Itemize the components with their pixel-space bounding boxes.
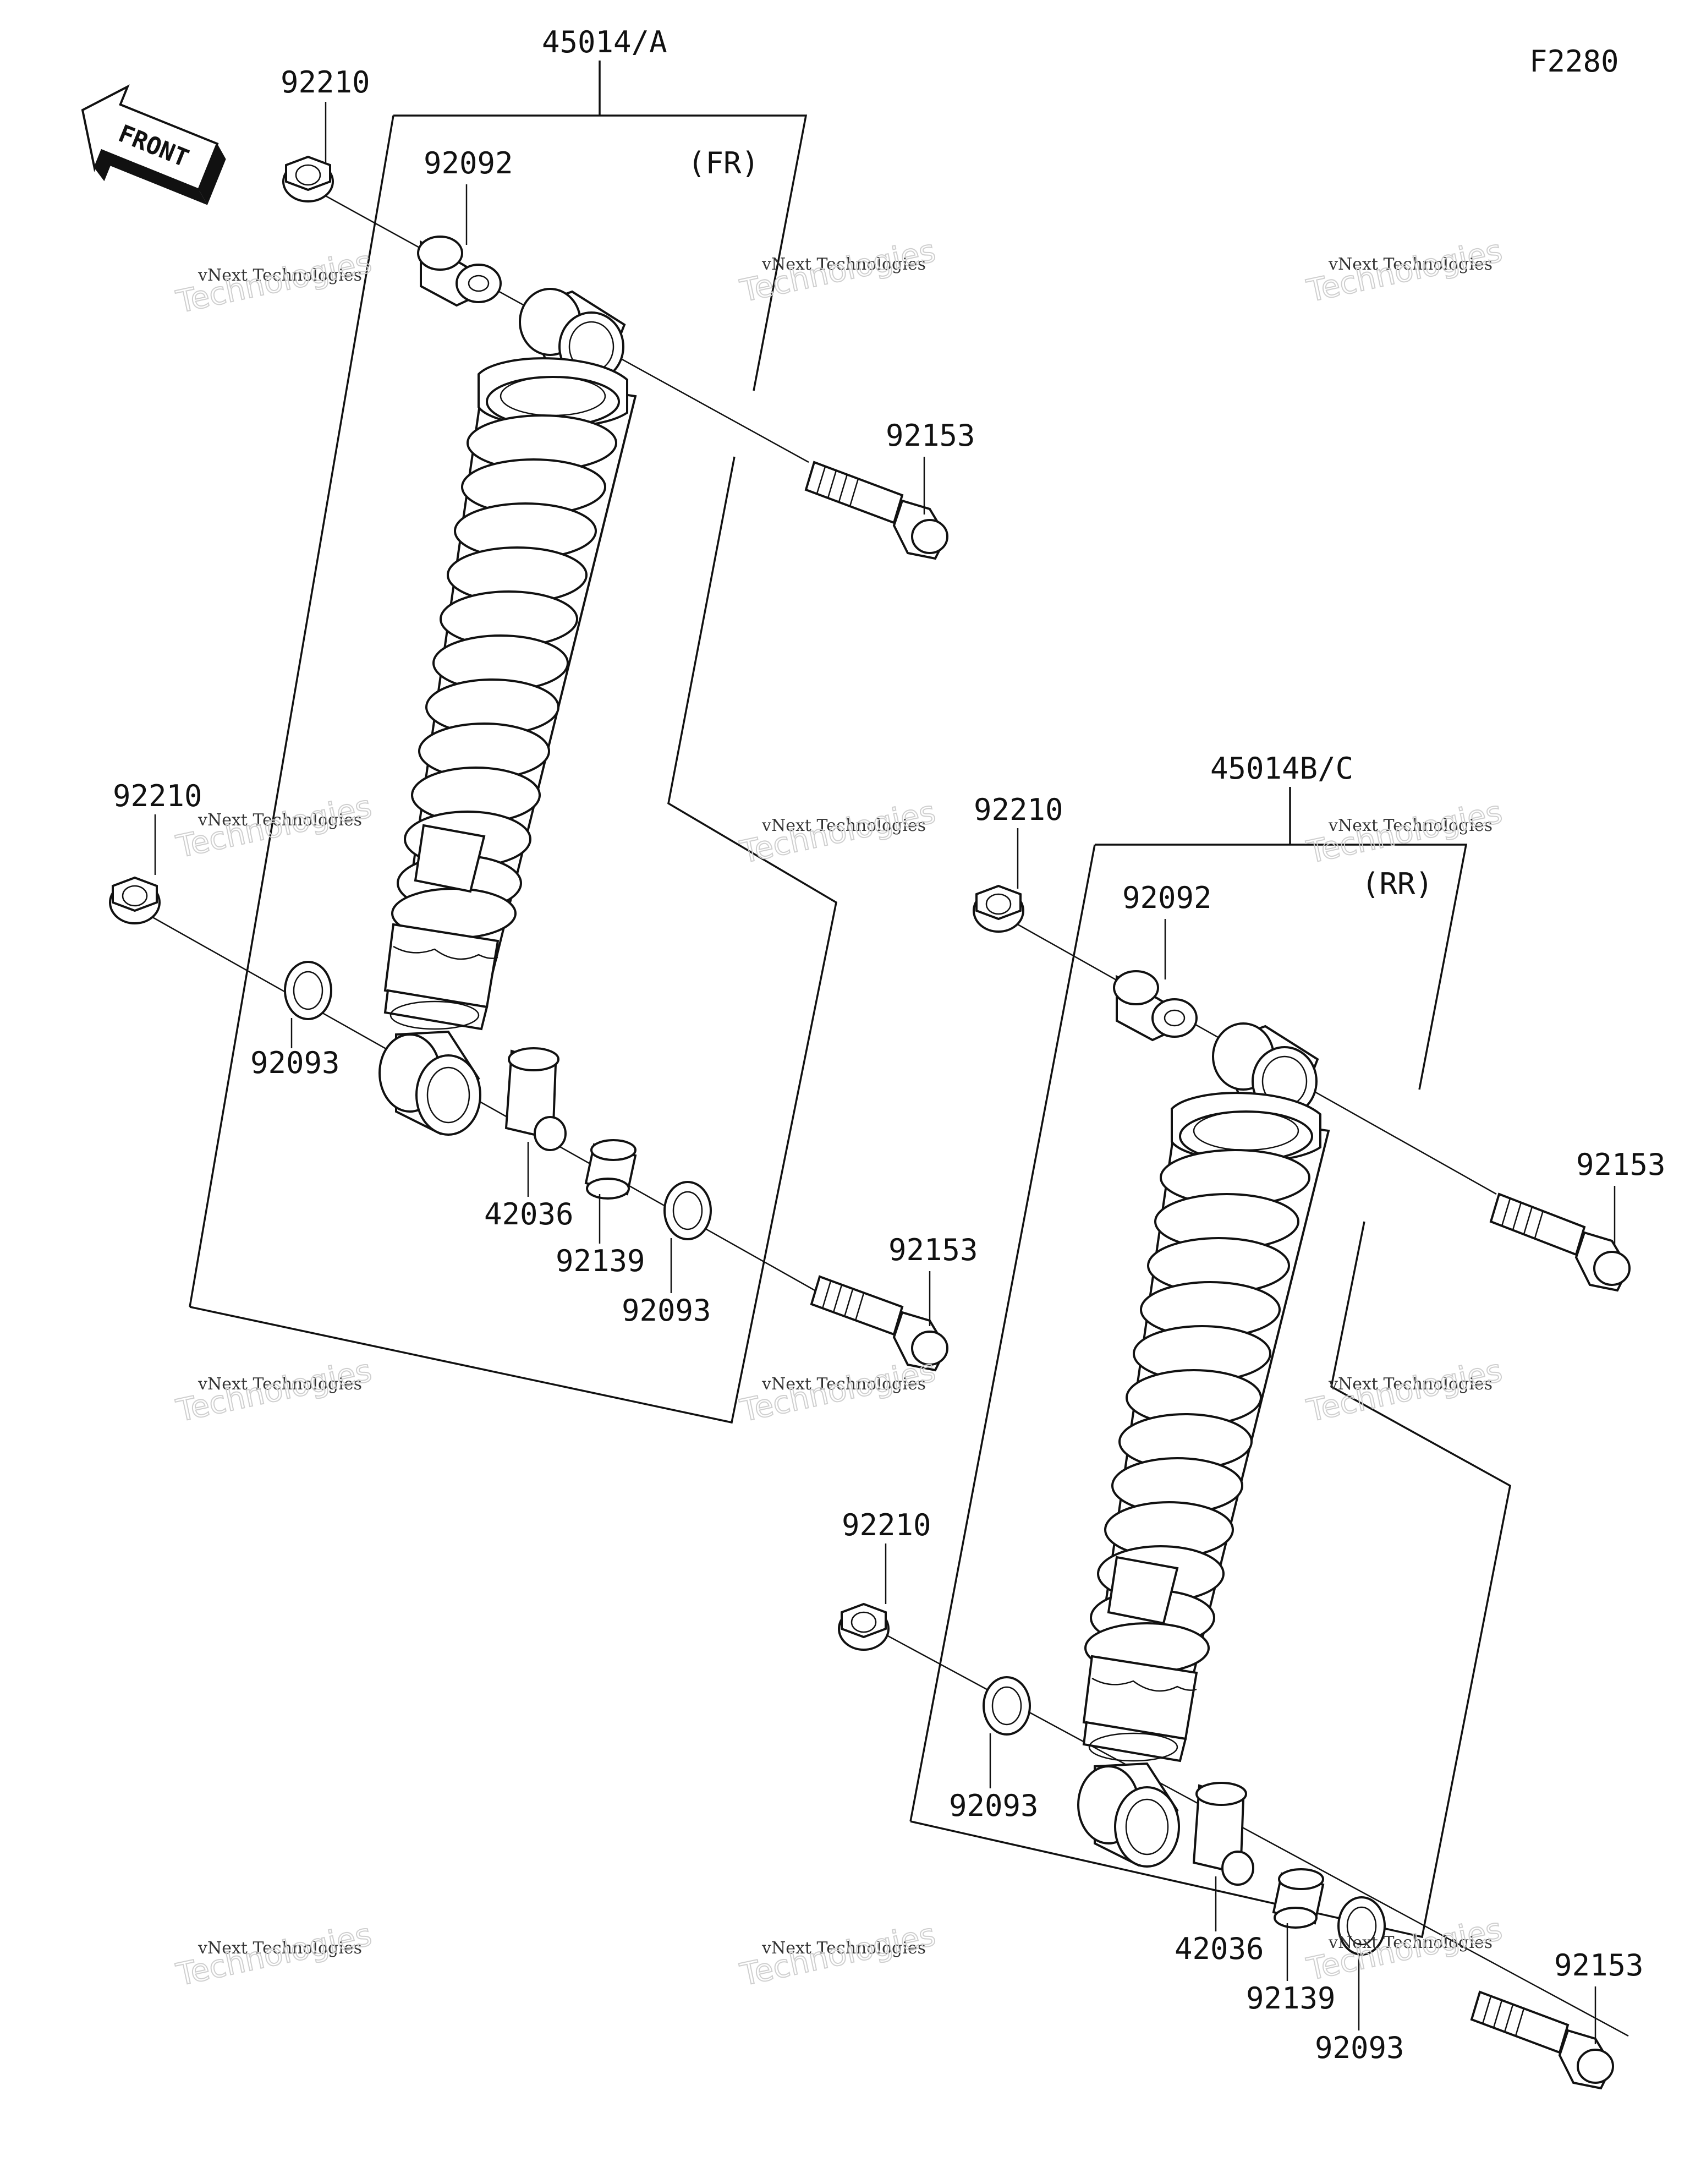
rear-left-seal	[983, 1676, 1031, 1736]
rear-assembly-number: 45014B/C	[1210, 751, 1353, 786]
rear-bushing	[1272, 1868, 1325, 1929]
front-label-92093-left: 92093	[250, 1046, 340, 1080]
rear-label-92093-left: 92093	[949, 1788, 1039, 1823]
front-label-92139: 92139	[556, 1244, 645, 1278]
watermark-text: vNext Technologies	[1328, 1933, 1493, 1952]
watermark-5: vNext Technologies Technologies	[737, 794, 939, 872]
rear-label-92092: 92092	[1122, 880, 1212, 915]
front-label-92210-bottom: 92210	[113, 779, 202, 813]
rear-position-label: (RR)	[1362, 867, 1433, 901]
watermark-text: Technologies	[173, 1353, 375, 1430]
rear-spacer	[1192, 1782, 1254, 1886]
rear-lower-eye	[1077, 1762, 1180, 1868]
rear-shock-assembly: 45014B/C (RR) 92210 92092	[838, 751, 1666, 2090]
rear-top-flange-nut	[973, 884, 1024, 933]
watermark-3: vNext Technologies Technologies	[1303, 233, 1506, 310]
watermark-8: vNext Technologies Technologies	[737, 1353, 939, 1430]
rear-right-seal	[1337, 1896, 1386, 1956]
front-label-92153-top: 92153	[886, 418, 975, 453]
front-label-92153-bottom: 92153	[888, 1233, 978, 1267]
watermark-text: Technologies	[1304, 1353, 1505, 1430]
watermark-text: vNext Technologies	[761, 255, 926, 274]
rear-label-92210-top: 92210	[974, 792, 1063, 827]
watermark-1: vNext Technologies Technologies	[173, 244, 375, 321]
rear-bottom-bolt	[1470, 1990, 1614, 2090]
front-top-bolt	[804, 461, 948, 560]
watermark-7: vNext Technologies Technologies	[173, 1353, 375, 1430]
watermark-text: vNext Technologies	[197, 811, 362, 830]
watermark-text: Technologies	[1304, 1912, 1505, 1988]
watermark-4: vNext Technologies Technologies	[173, 789, 375, 866]
watermark-11: vNext Technologies Technologies	[737, 1917, 939, 1994]
rear-label-92210-bottom: 92210	[842, 1508, 931, 1542]
front-shock-body	[383, 357, 637, 1031]
watermark-text: vNext Technologies	[761, 1375, 926, 1394]
watermark-text: vNext Technologies	[761, 816, 926, 835]
watermark-10: vNext Technologies Technologies	[173, 1917, 375, 1994]
figure-code: F2280	[1529, 44, 1619, 79]
watermark-text: vNext Technologies	[197, 1375, 362, 1394]
watermark-text: Technologies	[737, 795, 939, 871]
watermark-text: vNext Technologies	[197, 266, 362, 285]
watermark-text: vNext Technologies	[1328, 816, 1493, 835]
rear-label-92139: 92139	[1246, 1981, 1336, 2016]
watermark-text: Technologies	[737, 233, 939, 310]
front-bushing	[584, 1139, 637, 1200]
rear-top-collar	[1113, 970, 1198, 1042]
watermark-text: vNext Technologies	[1328, 255, 1493, 274]
watermark-text: Technologies	[737, 1917, 939, 1994]
front-spacer	[504, 1047, 567, 1151]
watermark-text: Technologies	[173, 1917, 375, 1994]
watermark-9: vNext Technologies Technologies	[1303, 1353, 1506, 1430]
rear-shock-body	[1082, 1092, 1330, 1762]
rear-top-bolt	[1489, 1192, 1631, 1292]
rear-label-92153-top: 92153	[1576, 1147, 1666, 1182]
watermark-2: vNext Technologies Technologies	[737, 233, 939, 310]
front-label-92092: 92092	[424, 146, 513, 180]
front-top-collar	[417, 236, 502, 307]
front-top-flange-nut	[282, 155, 334, 202]
rear-label-92093-right: 92093	[1315, 2030, 1404, 2065]
watermark-12: vNext Technologies Technologies	[1303, 1911, 1506, 1989]
front-arrow-icon: FRONT	[81, 84, 226, 205]
watermark-text: vNext Technologies	[1328, 1375, 1493, 1394]
rear-label-42036: 42036	[1175, 1931, 1264, 1966]
watermark-text: vNext Technologies	[197, 1939, 362, 1958]
rear-bottom-flange-nut	[838, 1602, 890, 1651]
front-right-seal	[663, 1181, 712, 1240]
watermark-text: Technologies	[173, 244, 375, 321]
front-shock-assembly: 45014/A (FR) 92210 92092	[109, 25, 978, 1424]
front-lower-eye	[378, 1030, 481, 1136]
watermark-text: Technologies	[1304, 233, 1505, 310]
watermark-text: Technologies	[1304, 795, 1505, 871]
rear-label-92153-bottom: 92153	[1554, 1948, 1644, 1983]
front-label-42036: 42036	[484, 1197, 574, 1231]
front-position-label: (FR)	[688, 146, 759, 180]
watermark-text: Technologies	[173, 789, 375, 866]
watermark-text: vNext Technologies	[761, 1939, 926, 1958]
watermark-6: vNext Technologies Technologies	[1303, 794, 1506, 872]
front-label-92093-right: 92093	[622, 1293, 711, 1328]
front-assembly-number: 45014/A	[542, 25, 667, 59]
front-left-seal	[284, 961, 332, 1020]
front-label-92210-top: 92210	[281, 65, 370, 100]
front-bottom-flange-nut	[109, 876, 161, 924]
watermark-text: Technologies	[737, 1353, 939, 1430]
